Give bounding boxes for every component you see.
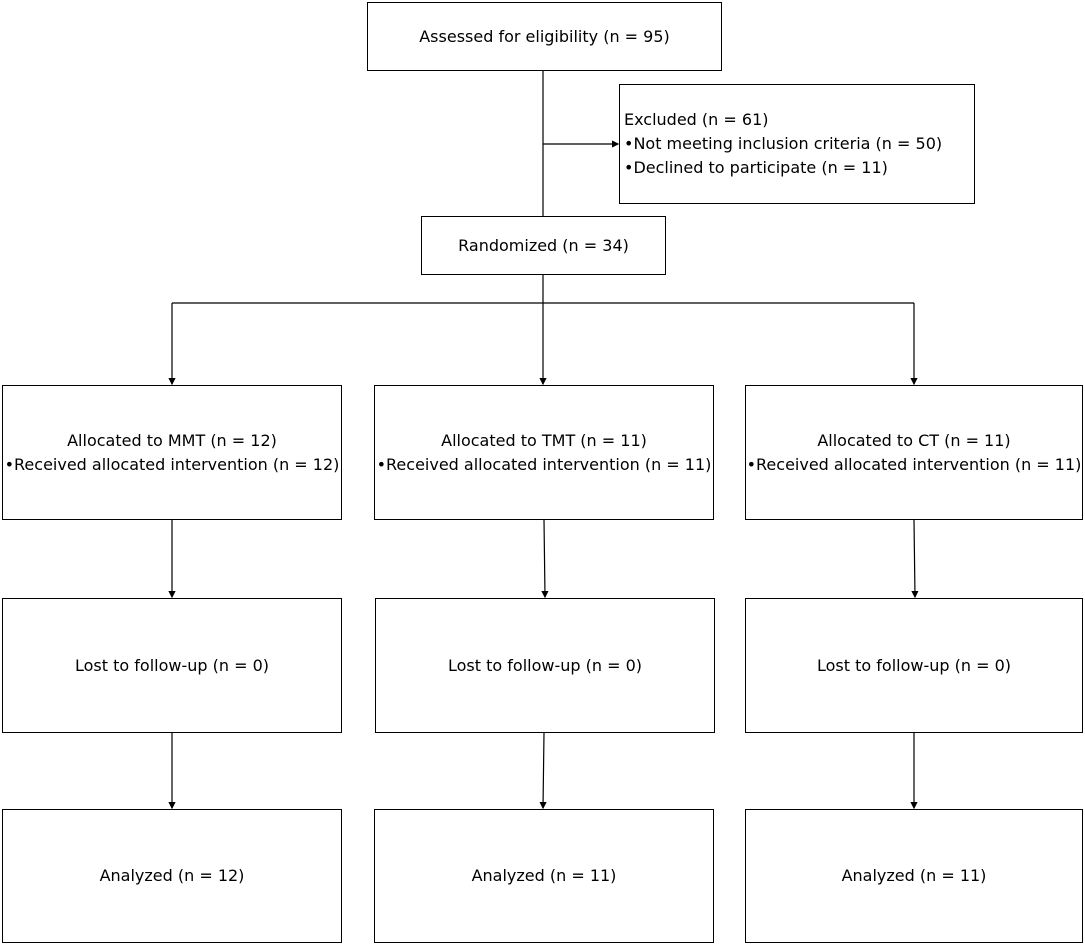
analyzed-label: Analyzed (n = 12)	[99, 866, 245, 885]
lost-label: Lost to follow-up (n = 0)	[75, 655, 269, 675]
followup-box-mmt: Lost to follow-up (n = 0)	[2, 598, 342, 733]
followup-box-ct: Lost to follow-up (n = 0)	[745, 598, 1083, 733]
randomized-label: Randomized (n = 34)	[458, 235, 629, 255]
allocated-label: Allocated to MMT (n = 12)	[67, 430, 277, 450]
analysis-box-tmt: Analyzed (n = 11)	[374, 809, 714, 943]
received-label: Received allocated intervention (n = 12)	[5, 453, 339, 477]
randomized-box: Randomized (n = 34)	[421, 216, 666, 275]
allocation-box-mmt: Allocated to MMT (n = 12) Received alloc…	[2, 385, 342, 520]
received-label: Received allocated intervention (n = 11)	[747, 453, 1081, 477]
lost-label: Lost to follow-up (n = 0)	[448, 655, 642, 675]
excluded-item: Not meeting inclusion criteria (n = 50)	[624, 132, 942, 156]
arrow-tmt-analyzed	[539, 732, 547, 810]
arrow-ct-lost	[911, 519, 919, 599]
analysis-box-ct: Analyzed (n = 11)	[745, 809, 1083, 943]
allocation-box-tmt: Allocated to TMT (n = 11) Received alloc…	[374, 385, 714, 520]
allocation-box-ct: Allocated to CT (n = 11) Received alloca…	[745, 385, 1083, 520]
excluded-title: Excluded (n = 61)	[624, 110, 769, 129]
allocated-label: Allocated to TMT (n = 11)	[441, 430, 647, 450]
allocated-label: Allocated to CT (n = 11)	[817, 430, 1011, 450]
lost-label: Lost to follow-up (n = 0)	[817, 655, 1011, 675]
analysis-box-mmt: Analyzed (n = 12)	[2, 809, 342, 943]
assessed-label: Assessed for eligibility (n = 95)	[419, 26, 670, 46]
analyzed-label: Analyzed (n = 11)	[841, 866, 987, 885]
analyzed-label: Analyzed (n = 11)	[471, 866, 617, 885]
excluded-item: Declined to participate (n = 11)	[624, 156, 887, 180]
received-label: Received allocated intervention (n = 11)	[377, 453, 711, 477]
arrow-tmt-lost	[541, 519, 549, 599]
assessed-box: Assessed for eligibility (n = 95)	[367, 2, 722, 71]
followup-box-tmt: Lost to follow-up (n = 0)	[375, 598, 715, 733]
excluded-box: Excluded (n = 61) Not meeting inclusion …	[619, 84, 975, 204]
